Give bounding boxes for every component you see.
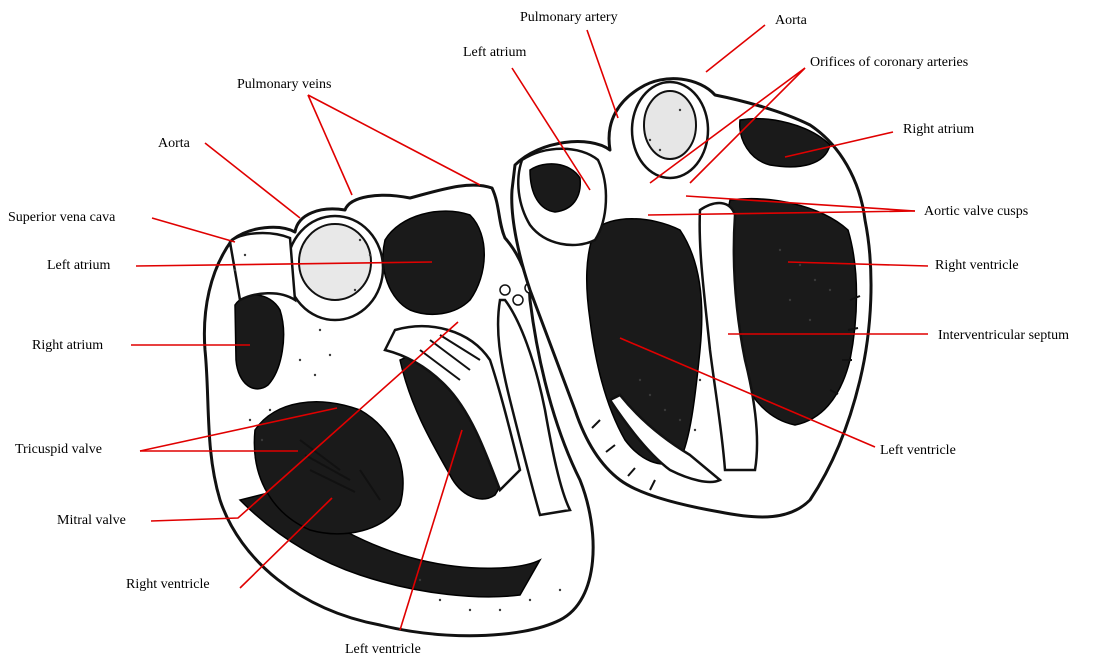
label-tricuspid-valve: Tricuspid valve (15, 442, 102, 458)
leader-pulmonary-veins-1 (308, 95, 352, 195)
label-right-ventricle-bottom: Right ventricle (126, 577, 210, 593)
label-right-atrium-left: Right atrium (32, 338, 103, 354)
label-mitral-valve: Mitral valve (57, 513, 126, 529)
leader-pulmonary-veins-2 (308, 95, 480, 185)
leader-pulmonary-artery (587, 30, 618, 118)
label-pulmonary-artery: Pulmonary artery (520, 10, 618, 26)
label-interventricular-septum: Interventricular septum (938, 328, 1069, 344)
leader-aorta-left (205, 143, 300, 218)
label-aorta-top: Aorta (775, 13, 807, 29)
label-left-ventricle-right: Left ventricle (880, 443, 956, 459)
label-left-atrium-top: Left atrium (463, 45, 526, 61)
label-aorta-left: Aorta (158, 136, 190, 152)
label-pulmonary-veins: Pulmonary veins (237, 77, 332, 93)
label-left-ventricle-bottom: Left ventricle (345, 642, 421, 658)
label-orifices-coronary-arteries: Orifices of coronary arteries (810, 55, 968, 71)
leader-aorta-top (706, 25, 765, 72)
label-right-atrium-right: Right atrium (903, 122, 974, 138)
label-superior-vena-cava: Superior vena cava (8, 210, 115, 226)
label-right-ventricle-right: Right ventricle (935, 258, 1019, 274)
leader-superior-vena-cava (152, 218, 235, 242)
label-left-atrium-left: Left atrium (47, 258, 110, 274)
label-aortic-valve-cusps: Aortic valve cusps (924, 204, 1028, 220)
